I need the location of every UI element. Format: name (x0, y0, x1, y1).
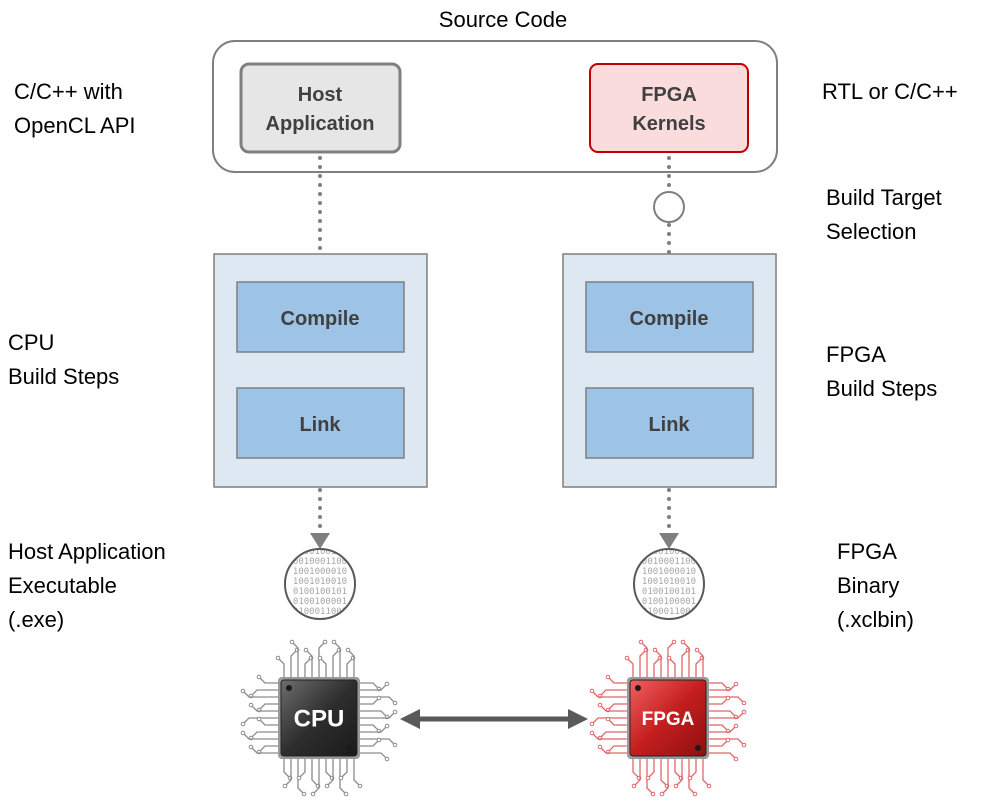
cpu-chip-icon: CPU (240, 639, 398, 797)
chip-die (280, 679, 358, 757)
source-code-title: Source Code (439, 7, 567, 32)
cpu-compile-label: Compile (281, 308, 360, 330)
binary-digits-row: 0010001100 (293, 557, 347, 567)
binary-disc (285, 549, 355, 619)
cpu-build-steps-label-line2: Build Steps (8, 364, 119, 389)
fpga-binary-icon: 0100100101001000110010010000101001010010… (633, 547, 705, 620)
binary-digits-row: 1001010010 (642, 577, 696, 587)
cpu-fpga-link-arrow (400, 709, 588, 729)
binary-digits-row: 0100100001 (642, 597, 696, 607)
binary-digits-row: 0100100101 (293, 547, 347, 557)
host-output-label-line3: (.exe) (8, 607, 64, 632)
fpga-chip-icon: FPGA (589, 639, 747, 797)
arrow-right-head (568, 709, 588, 729)
fpga-build-steps-panel: Compile Link (562, 253, 777, 488)
binary-digits-row: 0100011001 (642, 607, 696, 617)
binary-digits-row: 0100100101 (293, 587, 347, 597)
binary-disc-outline (284, 548, 356, 620)
binary-digits-row: 0100011001 (293, 607, 347, 617)
cpu-link-box (236, 387, 405, 459)
cpu-link-label: Link (299, 414, 341, 436)
host-output-label-line2: Executable (8, 573, 117, 598)
build-target-selection-node (653, 191, 685, 223)
left-source-language-line1: C/C++ with (14, 79, 123, 104)
build-target-label-line2: Selection (826, 219, 917, 244)
host-box-label-line2: Application (266, 113, 375, 135)
chip-pins (240, 639, 398, 797)
fpga-build-steps-label-line1: FPGA (826, 342, 886, 367)
cpu-output-arrowhead (310, 533, 330, 549)
fpga-compile-box (585, 281, 754, 353)
binary-disc (634, 549, 704, 619)
chip-label: FPGA (642, 709, 695, 730)
binary-digits-row: 1001010010 (293, 577, 347, 587)
fpga-output-label-line1: FPGA (837, 539, 897, 564)
binary-digits-row: 0100100001 (293, 597, 347, 607)
kernels-box-label-line2: Kernels (632, 113, 705, 135)
build-target-label-line1: Build Target (826, 185, 942, 210)
host-box-label-line1: Host (298, 84, 343, 106)
chip-pins (589, 639, 747, 797)
fpga-kernels-box-rect (589, 63, 749, 153)
binary-disc-outline (633, 548, 705, 620)
fpga-output-label-line2: Binary (837, 573, 899, 598)
cpu-build-steps-label-line1: CPU (8, 330, 54, 355)
cpu-build-steps-panel: Compile Link (213, 253, 428, 488)
chip-label: CPU (294, 706, 345, 733)
cpu-compile-box (236, 281, 405, 353)
fpga-link-box (585, 387, 754, 459)
fpga-build-steps-label-line2: Build Steps (826, 376, 937, 401)
left-source-language-line2: OpenCL API (14, 113, 135, 138)
host-application-box-rect (239, 62, 402, 154)
binary-digits-row: 0010001100 (642, 557, 696, 567)
right-source-language-label: RTL or C/C++ (822, 79, 958, 104)
fpga-output-arrowhead (659, 533, 679, 549)
host-output-label-line1: Host Application (8, 539, 166, 564)
kernels-box-label-line1: FPGA (641, 84, 697, 106)
fpga-output-label-line3: (.xclbin) (837, 607, 914, 632)
host-executable-binary-icon: 0100100101001000110010010000101001010010… (284, 547, 356, 620)
fpga-link-label: Link (648, 414, 690, 436)
binary-digits-row: 0100100101 (642, 547, 696, 557)
fpga-kernels-box: FPGA Kernels (589, 63, 749, 153)
binary-digits-row: 1001000010 (642, 567, 696, 577)
binary-digits-row: 1001000010 (293, 567, 347, 577)
arrow-left-head (400, 709, 420, 729)
binary-digits-row: 0100100101 (642, 587, 696, 597)
fpga-compile-label: Compile (630, 308, 709, 330)
chip-die (629, 679, 707, 757)
host-application-box: Host Application (239, 62, 402, 154)
